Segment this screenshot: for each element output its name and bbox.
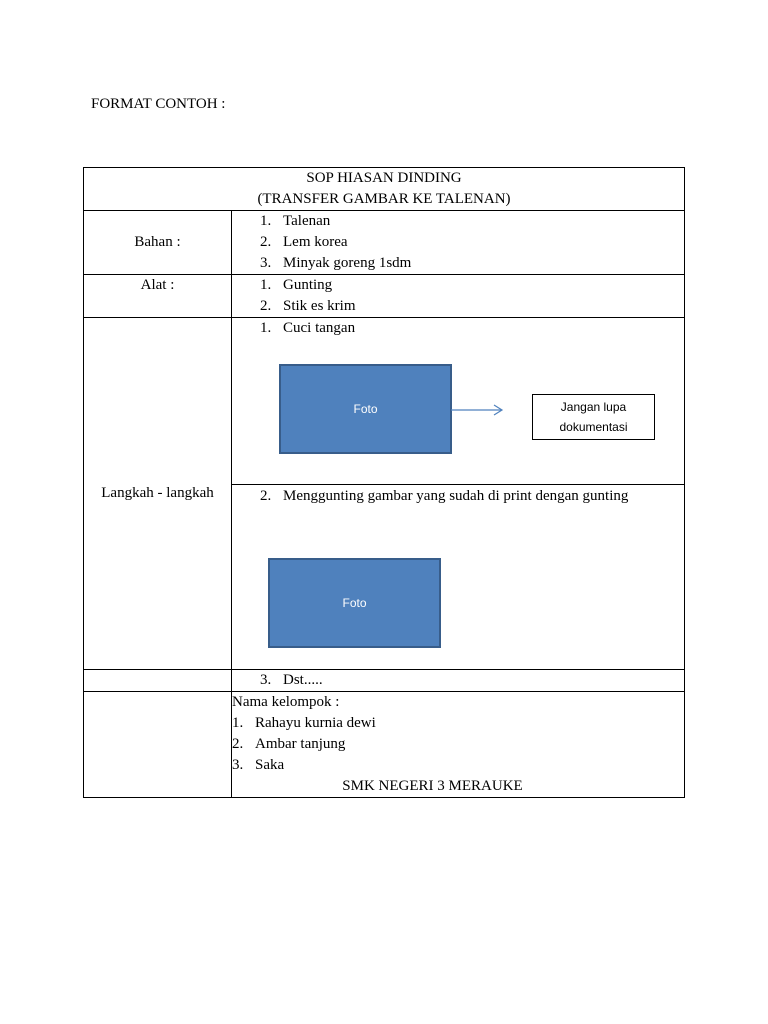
list-number: 2.: [232, 736, 244, 752]
group-cell: Nama kelompok : 1. Rahayu kurnia dewi 2. A…: [231, 691, 685, 798]
step2-list: 2. Menggunting gambar yang sudah di print…: [232, 486, 684, 507]
note-line-2: dokumentasi: [559, 420, 628, 434]
list-text: Dst.....: [283, 672, 323, 688]
list-number: 3.: [260, 672, 272, 688]
list-item: 2. Menggunting gambar yang sudah di print…: [260, 486, 684, 507]
list-text: Minyak goreng 1sdm: [283, 255, 412, 271]
title-row: SOP HIASAN DINDING (TRANSFER GAMBAR KE T…: [83, 167, 685, 211]
list-item: 3. Minyak goreng 1sdm: [260, 253, 684, 274]
step3-row: 3. Dst.....: [83, 669, 685, 692]
bahan-row: Bahan : 1. Talenan 2. Lem korea 3. Minyak g…: [83, 210, 685, 275]
list-number: 1.: [260, 277, 272, 293]
alat-label: Alat :: [83, 274, 232, 318]
sop-table: SOP HIASAN DINDING (TRANSFER GAMBAR KE T…: [83, 167, 685, 798]
step3-list: 3. Dst.....: [232, 670, 684, 691]
step2-row: 2. Menggunting gambar yang sudah di print…: [84, 484, 685, 670]
bahan-list-cell: 1. Talenan 2. Lem korea 3. Minyak goreng 1s…: [231, 210, 685, 275]
list-item: 2. Stik es krim: [260, 296, 684, 317]
list-item: 3. Dst.....: [260, 670, 684, 691]
list-item: 1. Cuci tangan: [260, 318, 684, 339]
list-item: 1. Rahayu kurnia dewi: [232, 713, 684, 734]
list-number: 1.: [232, 715, 244, 731]
list-item: 1. Gunting: [260, 275, 684, 296]
alat-row: Alat : 1. Gunting 2. Stik es krim: [83, 274, 685, 318]
page-heading: FORMAT CONTOH :: [91, 96, 226, 112]
alat-list: 1. Gunting 2. Stik es krim: [232, 275, 684, 317]
alat-list-cell: 1. Gunting 2. Stik es krim: [231, 274, 685, 318]
member-name: Rahayu kurnia dewi: [255, 715, 376, 731]
step3-cell: 3. Dst.....: [231, 669, 685, 692]
member-name: Ambar tanjung: [255, 736, 346, 752]
note-line-1: Jangan lupa: [560, 400, 627, 414]
bahan-list: 1. Talenan 2. Lem korea 3. Minyak goreng 1s…: [232, 211, 684, 274]
group-row: Nama kelompok : 1. Rahayu kurnia dewi 2. A…: [83, 691, 685, 798]
list-number: 1.: [260, 320, 272, 336]
step1-list: 1. Cuci tangan: [232, 318, 684, 339]
list-text: Stik es krim: [283, 298, 356, 314]
step2-cell: 2. Menggunting gambar yang sudah di print…: [231, 484, 685, 670]
list-text: Cuci tangan: [283, 320, 356, 336]
langkah-label: Langkah - langkah: [83, 317, 232, 670]
list-item: 2. Lem korea: [260, 232, 684, 253]
list-text: Talenan: [283, 213, 331, 229]
list-number: 2.: [260, 298, 272, 314]
title-line-2: (TRANSFER GAMBAR KE TALENAN): [257, 191, 511, 207]
list-text: Gunting: [283, 277, 333, 293]
member-list: 1. Rahayu kurnia dewi 2. Ambar tanjung 3. S…: [232, 713, 684, 776]
step1-row: Langkah - langkah 1. Cuci tangan Foto Jan…: [83, 317, 685, 670]
list-text: Menggunting gambar yang sudah di print d…: [283, 488, 629, 504]
list-item: 2. Ambar tanjung: [232, 734, 684, 755]
empty-cell: [83, 669, 232, 692]
table-title: SOP HIASAN DINDING (TRANSFER GAMBAR KE T…: [83, 167, 685, 211]
photo-placeholder: Foto: [268, 558, 441, 648]
school-name: SMK NEGERI 3 MERAUKE: [342, 778, 523, 794]
list-item: 3. Saka: [232, 755, 684, 776]
list-number: 2.: [260, 488, 272, 504]
list-number: 3.: [260, 255, 272, 271]
photo-placeholder: Foto: [279, 364, 452, 454]
bahan-label: Bahan :: [83, 210, 232, 275]
documentation-note: Jangan lupa dokumentasi: [532, 394, 655, 440]
list-item: 1. Talenan: [260, 211, 684, 232]
list-number: 2.: [260, 234, 272, 250]
step1-cell: 1. Cuci tangan Foto Jangan lupa dokumenta…: [231, 317, 685, 485]
group-title: Nama kelompok :: [232, 694, 340, 710]
list-text: Lem korea: [283, 234, 348, 250]
member-name: Saka: [255, 757, 285, 773]
arrow-right-icon: [451, 404, 504, 416]
list-number: 3.: [232, 757, 244, 773]
title-line-1: SOP HIASAN DINDING: [306, 170, 462, 186]
list-number: 1.: [260, 213, 272, 229]
